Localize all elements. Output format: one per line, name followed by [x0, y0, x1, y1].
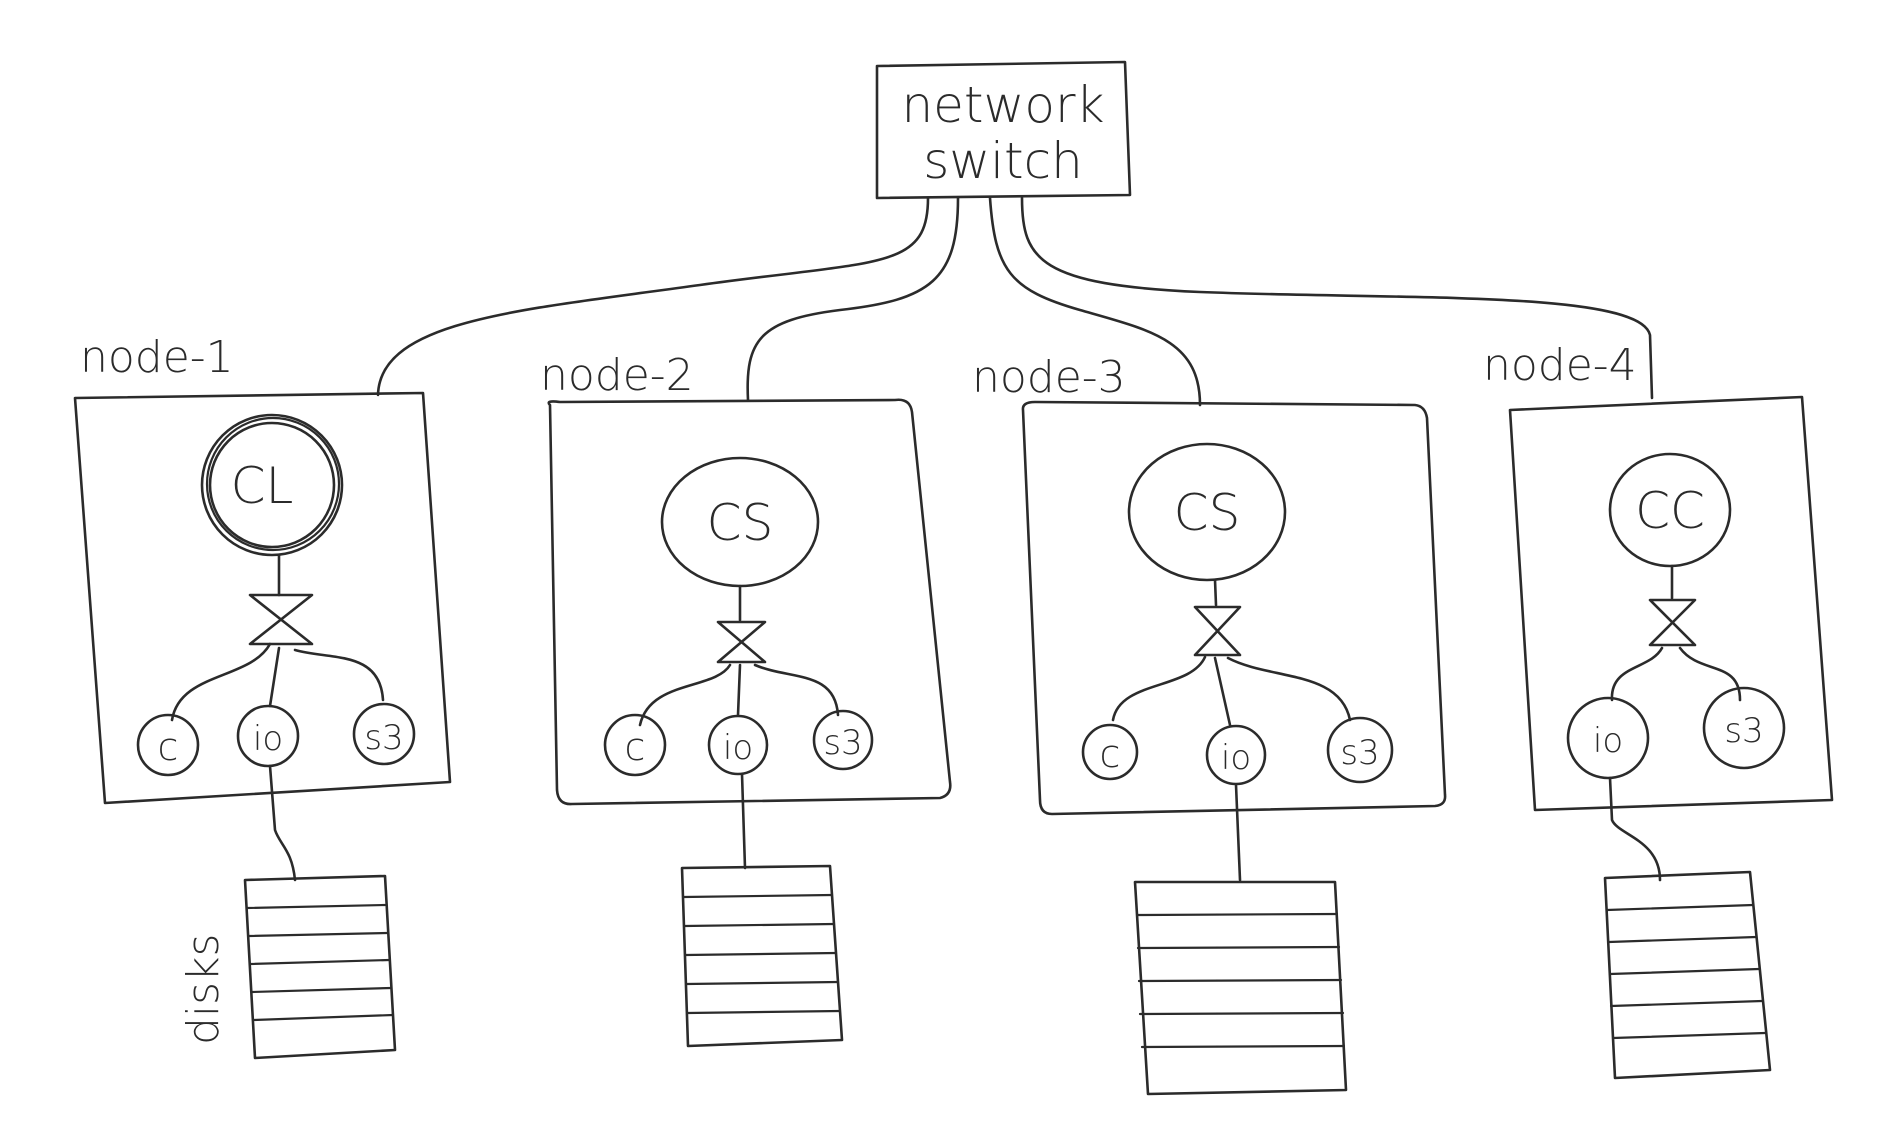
node-3-disks: [1133, 880, 1348, 1096]
node-1-connector-icon: [248, 593, 314, 646]
node-1-service-c: [136, 713, 200, 777]
cable-node-3: [988, 196, 1202, 407]
svg-text:s3: s3: [823, 723, 862, 763]
node-2-label: node-2: [540, 350, 694, 401]
network-switch: network switch: [875, 60, 1132, 200]
svg-text:c: c: [158, 725, 179, 769]
network-cables: [376, 196, 1654, 407]
svg-text:s3: s3: [364, 718, 403, 758]
node-2-connector-icon: [716, 620, 767, 664]
node-3: node-3 CS c io s3: [972, 352, 1447, 1096]
svg-text:c: c: [625, 725, 646, 769]
node-1-disks: [243, 874, 397, 1060]
node-1-box: [73, 391, 452, 805]
svg-text:io: io: [1221, 738, 1251, 778]
svg-text:c: c: [1100, 732, 1121, 776]
node-4-service-io: [1566, 696, 1650, 780]
node-3-label: node-3: [972, 352, 1126, 403]
svg-text:io: io: [1593, 721, 1623, 761]
node-4-service-s3: [1702, 686, 1786, 770]
node-3-service-s3: [1326, 716, 1394, 784]
node-1: node-1 CL c io s3 disks: [73, 332, 452, 1060]
svg-text:io: io: [253, 719, 283, 759]
cable-node-4: [1020, 196, 1654, 400]
switch-label-line1: network: [901, 76, 1104, 134]
node-4-role-label: CC: [1635, 482, 1705, 540]
node-1-role-label: CL: [231, 457, 294, 515]
node-3-service-c: [1081, 723, 1139, 781]
svg-text:io: io: [723, 728, 753, 768]
node-1-role-circle: [200, 413, 344, 557]
svg-text:s3: s3: [1724, 711, 1763, 751]
node-4-role-circle: [1608, 452, 1732, 568]
node-1-service-io: [236, 704, 300, 768]
cable-node-2: [746, 196, 960, 402]
cable-node-1: [376, 196, 930, 397]
node-2-disks: [680, 864, 844, 1048]
node-4-box: [1508, 395, 1834, 812]
node-1-label: node-1: [80, 332, 234, 383]
node-3-role-circle: [1127, 442, 1287, 582]
node-3-role-label: CS: [1174, 484, 1241, 542]
node-2-box: [547, 398, 952, 806]
svg-text:s3: s3: [1340, 733, 1379, 773]
switch-label-line2: switch: [923, 132, 1083, 190]
node-2-service-c: [603, 713, 667, 777]
node-4: node-4 CC io s3: [1483, 340, 1834, 1080]
node-3-connector-icon: [1193, 605, 1242, 657]
node-2-role-label: CS: [707, 494, 774, 552]
node-2-service-s3: [812, 709, 874, 771]
node-2-service-io: [707, 714, 769, 776]
node-4-connector-icon: [1648, 598, 1697, 647]
disks-label: disks: [178, 934, 229, 1045]
node-4-disks: [1603, 870, 1772, 1080]
node-3-box: [1021, 400, 1447, 816]
node-4-label: node-4: [1483, 340, 1637, 391]
node-2: node-2 CS c io s3: [540, 350, 952, 1048]
node-1-service-s3: [352, 702, 416, 766]
